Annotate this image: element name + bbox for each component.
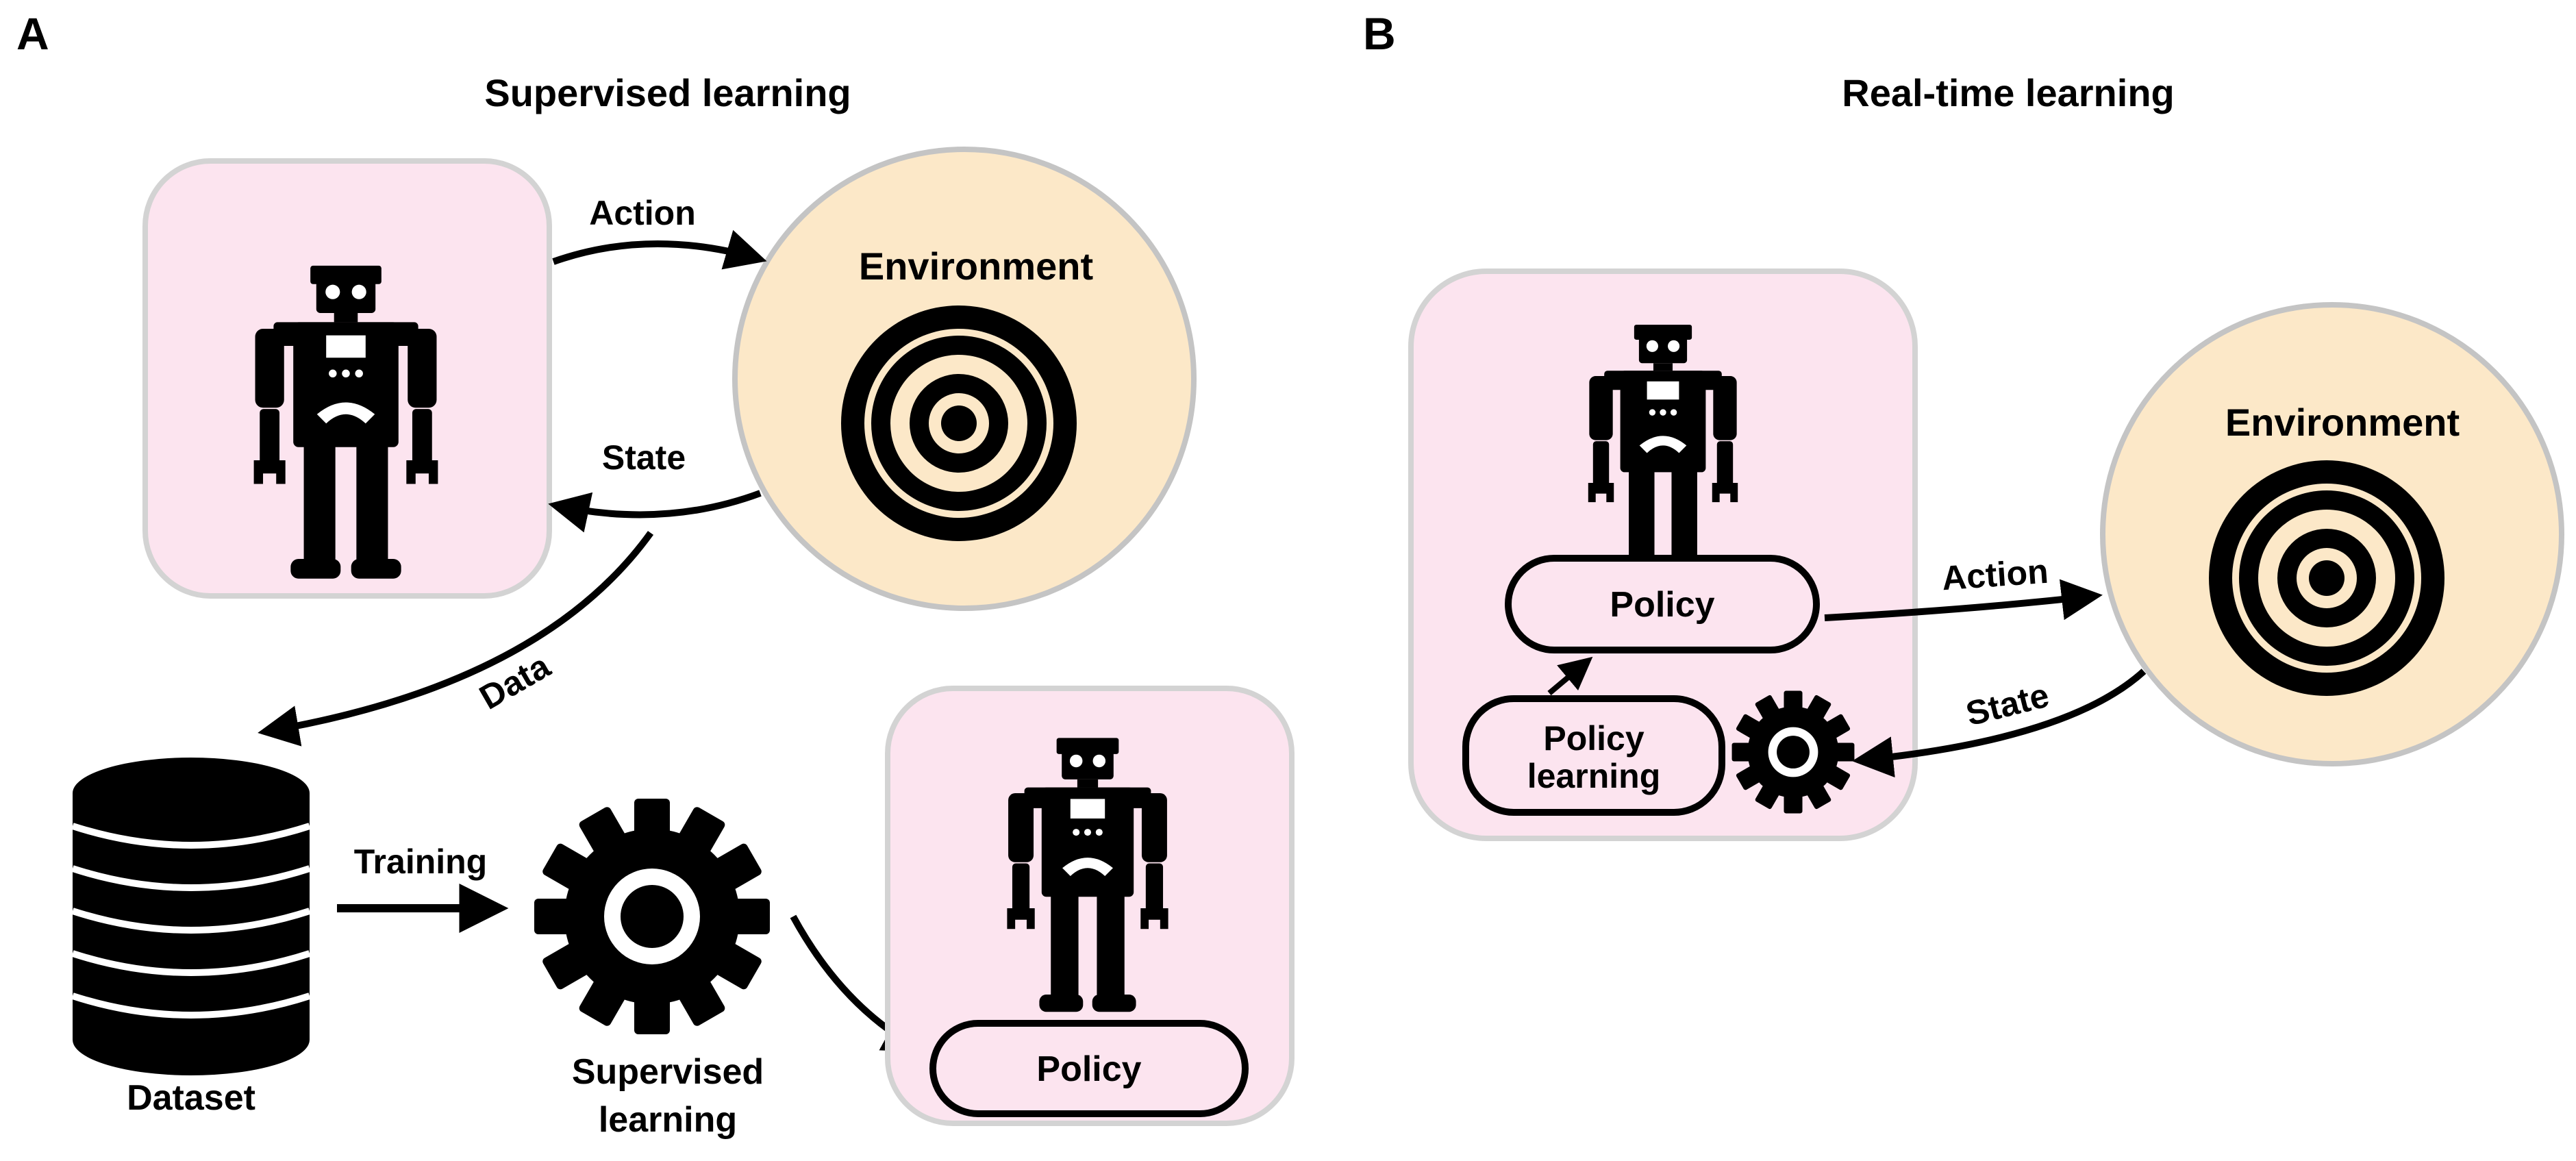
data-arrow-a [258, 531, 654, 747]
learning-to-policy-arrow [1547, 656, 1593, 696]
supervised-label-line2: learning [599, 1100, 737, 1140]
data-label-a: Data [473, 646, 558, 716]
action-label-b: Action [1940, 552, 2049, 598]
policy-box-a [929, 1020, 1249, 1117]
action-arrow-b [1824, 579, 2103, 621]
supervised-label-line1: Supervised [572, 1052, 764, 1092]
training-label: Training [354, 842, 487, 881]
policy-learning-line2: learning [1527, 757, 1660, 795]
panel-b: B Real-time learning Policy Policy learn… [1363, 8, 2564, 841]
gear-icon [534, 799, 770, 1034]
state-label-a: State [602, 438, 686, 477]
environment-label-b: Environment [2225, 401, 2460, 444]
state-arrow-a [548, 490, 762, 533]
policy-label-a: Policy [1036, 1049, 1141, 1089]
environment-label-a: Environment [859, 245, 1093, 288]
database-icon [71, 758, 311, 1075]
panel-a: A Supervised learning Environment Action… [16, 8, 1295, 1140]
panel-b-letter: B [1363, 8, 1396, 59]
action-arrow-a [552, 229, 767, 270]
panel-a-letter: A [16, 8, 49, 59]
policy-box-b [1505, 555, 1820, 653]
target-icon [2209, 460, 2444, 696]
policy-learning-line1: Policy [1543, 719, 1644, 758]
policy-learning-box [1462, 695, 1725, 816]
panel-b-title: Real-time learning [1842, 71, 2174, 114]
policy-label-b: Policy [1610, 585, 1714, 625]
action-label-a: Action [589, 194, 696, 232]
dataset-label: Dataset [127, 1078, 255, 1118]
panel-a-title: Supervised learning [484, 71, 851, 114]
target-icon [841, 305, 1077, 541]
state-arrow-b [1852, 669, 2147, 778]
agent-box-bottom [885, 686, 1295, 1126]
